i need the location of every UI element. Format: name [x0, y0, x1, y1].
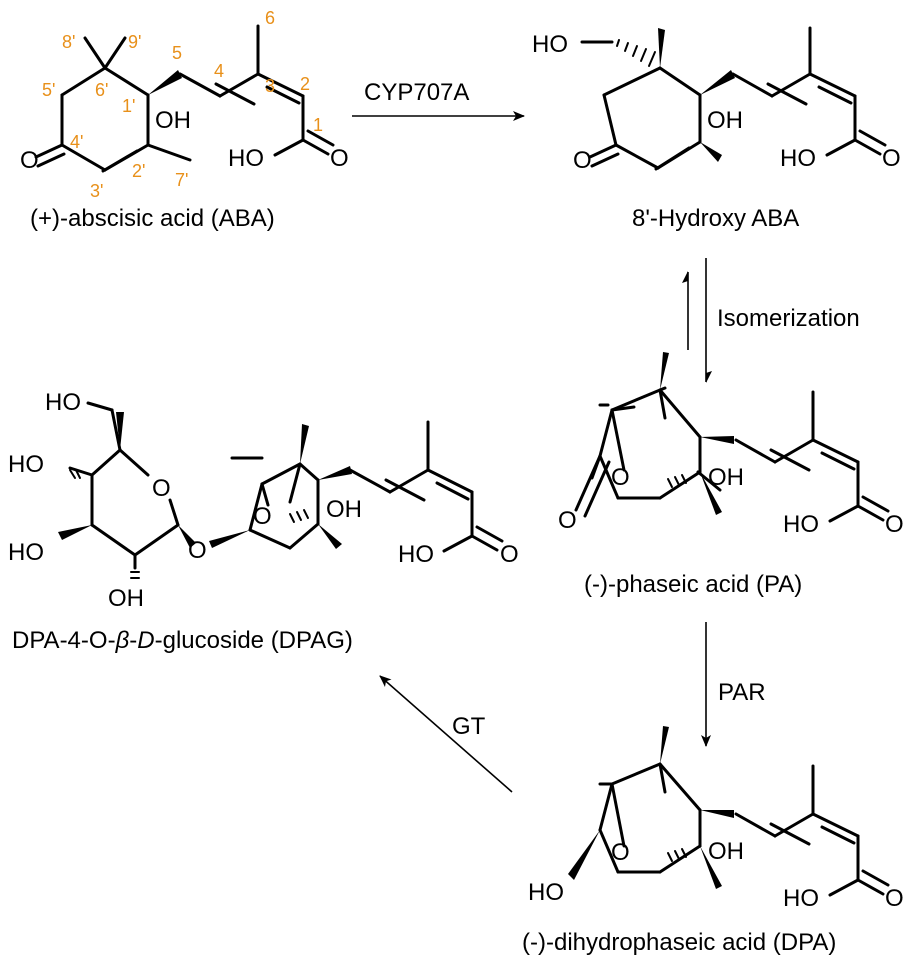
hydroxy-aba-ho-label: HO: [532, 31, 568, 58]
svg-text:9': 9': [128, 32, 141, 52]
dpag-hydroxyl-label: OH: [326, 496, 362, 523]
svg-text:5': 5': [42, 80, 55, 100]
pa-name: (-)-phaseic acid (PA): [584, 571, 802, 598]
svg-text:3': 3': [90, 181, 103, 201]
par-label: PAR: [718, 679, 766, 706]
aba-hydroxyl-label: OH: [155, 107, 191, 134]
dpa-bridge-o-label: O: [611, 839, 630, 866]
dpag-acid-ho-label: HO: [398, 541, 434, 568]
hydroxy-aba-ketone-o-label: O: [573, 147, 592, 174]
dpag-ho-3-label: HO: [8, 539, 44, 566]
hydroxy-aba-acid-o-label: O: [882, 145, 901, 172]
svg-text:6: 6: [265, 8, 275, 28]
dpa-name: (-)-dihydrophaseic acid (DPA): [522, 929, 836, 956]
aba-acid-o-label: O: [330, 145, 349, 172]
cyp707a-label: CYP707A: [364, 79, 469, 106]
isomerization-label: Isomerization: [717, 305, 860, 332]
hydroxy-aba-acid-ho-label: HO: [780, 145, 816, 172]
svg-text:1: 1: [313, 115, 323, 135]
hydroxy-aba-name: 8'-Hydroxy ABA: [632, 205, 799, 232]
pa-acid-ho-label: HO: [783, 511, 819, 538]
dpag-structure: HO HO HO O OH O O OH HO O DPA-4-O-β-D-gl…: [8, 389, 519, 654]
dpag-acid-o-label: O: [500, 541, 519, 568]
dpag-name: DPA-4-O-β-D-glucoside (DPAG): [12, 627, 353, 654]
dpag-link-o-label: O: [188, 537, 207, 564]
svg-text:8': 8': [62, 32, 75, 52]
dpa-structure: O HO OH HO O (-)-dihydrophaseic acid (DP…: [522, 726, 904, 956]
pa-bridge-o-label: O: [611, 464, 630, 491]
svg-text:1': 1': [122, 96, 135, 116]
dpa-hydroxyl-label: OH: [708, 838, 744, 865]
svg-text:2': 2': [132, 161, 145, 181]
svg-text:6': 6': [95, 80, 108, 100]
dpag-bridge-o-label: O: [253, 503, 272, 530]
dpag-ho-ch2-label: HO: [45, 389, 81, 416]
hydroxy-aba-structure: HO O OH HO O 8'-Hydroxy ABA: [532, 26, 901, 232]
aba-structure: O OH HO O 8' 9' 6' 5' 4' 3' 2' 7' 1' 5 4…: [20, 8, 349, 232]
dpag-ring-o-label: O: [152, 475, 171, 502]
reaction-arrows: CYP707A Isomerization PAR GT: [352, 79, 860, 793]
svg-text:3: 3: [265, 76, 275, 96]
gt-label: GT: [452, 713, 486, 740]
dpa-ho-label: HO: [528, 879, 564, 906]
svg-text:4': 4': [70, 132, 83, 152]
svg-text:2: 2: [300, 74, 310, 94]
dpag-ho-4-label: HO: [8, 451, 44, 478]
aba-atom-numbering: 8' 9' 6' 5' 4' 3' 2' 7' 1' 5 4 3 2 1 6: [42, 8, 323, 201]
dpa-acid-ho-label: HO: [783, 885, 819, 912]
hydroxy-aba-hydroxyl-label: OH: [707, 107, 743, 134]
dpa-acid-o-label: O: [885, 885, 904, 912]
aba-ketone-o-label: O: [20, 147, 39, 174]
dpag-ho-2-label: OH: [108, 585, 144, 612]
svg-text:7': 7': [175, 170, 188, 190]
svg-text:4: 4: [214, 61, 224, 81]
svg-text:5: 5: [172, 43, 182, 63]
pa-ketone-o-label: O: [558, 507, 577, 534]
aba-name: (+)-abscisic acid (ABA): [30, 205, 275, 232]
pa-structure: O O OH HO O (-)-phaseic acid (PA): [558, 352, 904, 598]
pa-acid-o-label: O: [885, 511, 904, 538]
pa-hydroxyl-label: OH: [708, 464, 744, 491]
gt-arrow: [379, 675, 513, 793]
aba-acid-ho-label: HO: [228, 145, 264, 172]
